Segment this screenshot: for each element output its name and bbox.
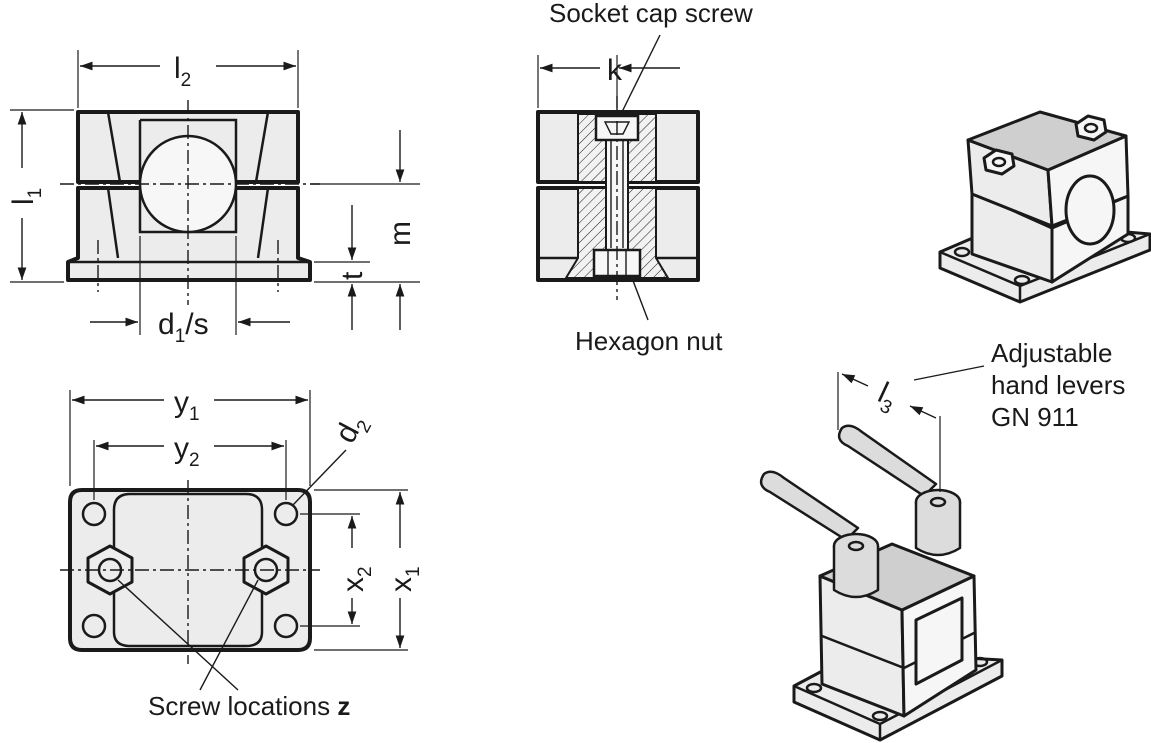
label-screw-locations: Screw locations z: [148, 691, 350, 721]
dim-l3: l3: [871, 376, 903, 419]
iso-view-with-levers: [759, 365, 1004, 742]
dim-y1: y1: [174, 386, 200, 425]
label-hexagon-nut: Hexagon nut: [575, 326, 723, 356]
dim-l2: l2: [174, 52, 191, 91]
iso-view-clamp: [938, 110, 1151, 304]
label-adjustable-3: GN 911: [991, 402, 1079, 432]
label-adjustable-2: hand levers: [991, 370, 1125, 400]
front-view: [10, 50, 420, 335]
label-adjustable-1: Adjustable: [991, 338, 1112, 368]
dim-x2: x2: [337, 566, 376, 592]
dim-m: m: [384, 221, 417, 246]
dim-d1s: d1/s: [158, 308, 209, 347]
top-view: [60, 390, 408, 691]
dim-l1: l1: [7, 188, 46, 205]
dim-t: t: [336, 271, 369, 280]
label-socket-cap-screw: Socket cap screw: [549, 0, 753, 28]
dim-x1: x1: [385, 566, 424, 592]
dim-k: k: [607, 54, 623, 87]
dim-y2: y2: [174, 432, 200, 471]
section-view: [536, 34, 700, 321]
dim-d2: d2: [329, 409, 376, 451]
